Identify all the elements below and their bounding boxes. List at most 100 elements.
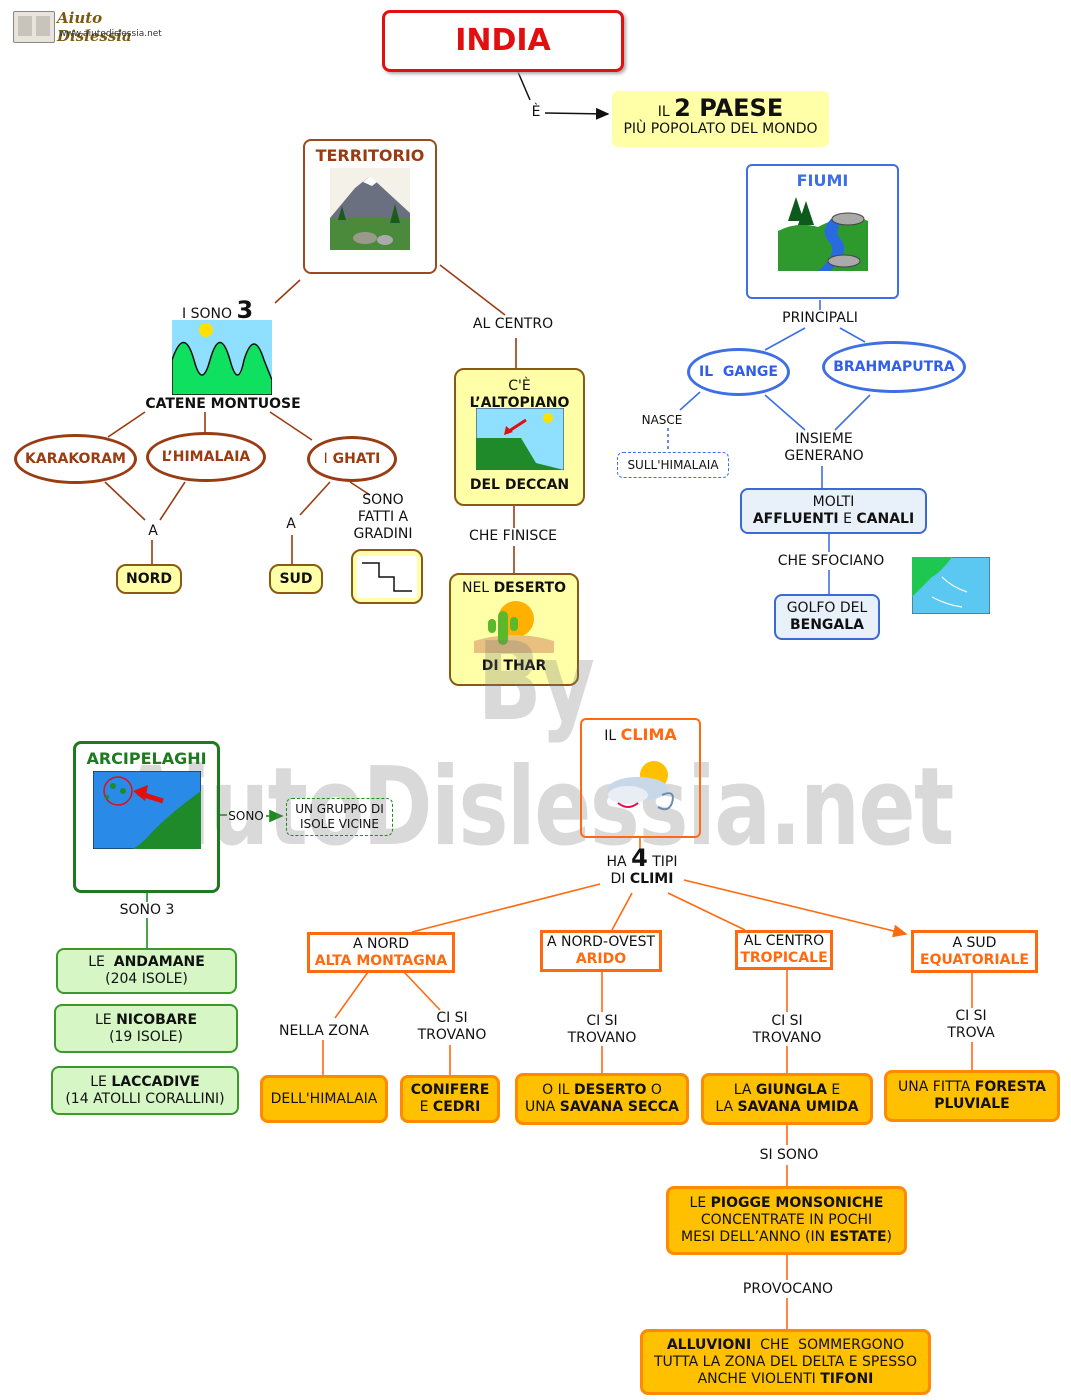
- laccadive-node: LE LACCADIVE (14 ATOLLI CORALLINI): [51, 1066, 239, 1115]
- clima-type-arido: A NORD-OVEST ARIDO: [540, 930, 662, 972]
- paese-pre: IL: [657, 104, 670, 120]
- affluenti-label: AFFLUENTI: [752, 511, 839, 527]
- gradini-node: [351, 549, 423, 604]
- a-label-2: A: [286, 516, 296, 532]
- clima-num: 4: [631, 844, 648, 872]
- che-finisce-label: CHE FINISCE: [469, 528, 557, 544]
- mountain-ranges-icon: [172, 320, 272, 395]
- sud-node: SUD: [269, 564, 323, 594]
- territorio-title: TERRITORIO: [315, 146, 425, 165]
- page-title: INDIA: [455, 23, 551, 58]
- sono3-label: SONO 3: [119, 902, 175, 918]
- nasce-label: NASCE: [641, 413, 683, 427]
- andamane-detail: (204 ISOLE): [105, 971, 188, 987]
- book-icon: [13, 11, 55, 43]
- desert-cactus-icon: [474, 601, 554, 653]
- affluenti-node: MOLTI AFFLUENTI E CANALI: [740, 488, 927, 534]
- river-icon: [777, 197, 868, 271]
- gulf-map-icon: [912, 557, 990, 614]
- gradini-label: SONO FATTI A GRADINI: [353, 492, 413, 542]
- nord-node: NORD: [116, 564, 182, 594]
- steps-icon: [357, 556, 417, 598]
- paese-big: 2 PAESE: [674, 94, 784, 122]
- gange-label: IL GANGE: [699, 363, 778, 380]
- clima-type-tropicale: AL CENTRO TROPICALE: [735, 930, 833, 970]
- nord-label: NORD: [125, 570, 173, 587]
- andamane-node: LE ANDAMANE (204 ISOLE): [56, 948, 237, 994]
- si-sono-label: SI SONO: [759, 1147, 819, 1163]
- fiumi-box: FIUMI: [746, 164, 899, 299]
- territorio-box: TERRITORIO: [303, 139, 437, 274]
- golfo-node: GOLFO DEL BENGALA: [774, 594, 880, 640]
- himalaia-zona-node: DELL'HIMALAIA: [260, 1075, 388, 1123]
- deccan-line1: C'È: [508, 378, 531, 394]
- thar-deserto: DESERTO: [493, 580, 566, 596]
- quattro-tipi-label: HA 4 TIPI DI CLIMI: [606, 844, 678, 887]
- brahmaputra-label: BRAHMAPUTRA: [833, 358, 955, 375]
- molti-label: MOLTI: [812, 494, 855, 510]
- conifere-node: CONIFERE E CEDRI: [400, 1075, 500, 1123]
- brahmaputra-node: BRAHMAPUTRA: [822, 341, 966, 393]
- i-sono-label: I SONO 3: [182, 296, 254, 324]
- sull-himalaia-node: SULL'HIMALAIA: [617, 452, 729, 478]
- canali-label: CANALI: [856, 511, 915, 527]
- watermark: By AiutoDislessia.net: [118, 620, 954, 870]
- karakoram-node: KARAKORAM: [14, 434, 137, 484]
- climi-label: CLIMI: [629, 871, 674, 887]
- clima-pre: IL: [604, 728, 617, 744]
- himalaia-label: L’HIMALAIA: [161, 448, 251, 465]
- i-sono-num: 3: [236, 296, 254, 324]
- nicobare-label: NICOBARE: [116, 1011, 198, 1028]
- provocano-label: PROVOCANO: [742, 1281, 834, 1297]
- thar-pre: NEL: [461, 580, 490, 596]
- laccadive-detail: (14 ATOLLI CORALLINI): [65, 1090, 225, 1107]
- plateau-icon: [475, 407, 564, 471]
- deccan-line3: DEL DECCAN: [469, 477, 570, 493]
- gruppo-node: UN GRUPPO DI ISOLE VICINE: [286, 798, 393, 836]
- principali-label: PRINCIPALI: [782, 310, 858, 326]
- logo-name: Aiuto Dislessia: [57, 9, 132, 45]
- mountain-icon: [330, 168, 410, 250]
- che-sfociano-label: CHE SFOCIANO: [777, 553, 885, 569]
- foresta-node: UNA FITTA FORESTA PLUVIALE: [884, 1070, 1060, 1122]
- bengala-label: BENGALA: [789, 617, 865, 633]
- giungla-node: LA GIUNGLA E LA SAVANA UMIDA: [701, 1073, 873, 1125]
- alluvioni-node: ALLUVIONI CHE SOMMERGONO TUTTA LA ZONA D…: [640, 1329, 931, 1395]
- weather-icon: [607, 761, 674, 811]
- clima-type-equatoriale: A SUD EQUATORIALE: [911, 930, 1038, 973]
- insieme-generano-label: INSIEME GENERANO: [784, 431, 864, 464]
- sud-label: SUD: [279, 570, 313, 587]
- nella-zona-label: NELLA ZONA: [279, 1023, 369, 1039]
- conn-e: È: [531, 104, 541, 120]
- thar-node: NEL DESERTO DI THAR: [449, 573, 579, 686]
- sull-himalaia-label: SULL'HIMALAIA: [627, 457, 719, 472]
- deccan-node: C'È L’ALTOPIANO DEL DECCAN: [454, 368, 585, 506]
- clima-box: IL CLIMA: [580, 718, 701, 838]
- paese-line2: PIÙ POPOLATO DEL MONDO: [623, 121, 818, 137]
- a-label-1: A: [148, 523, 158, 539]
- fiumi-title: FIUMI: [796, 171, 849, 190]
- ghati-pre: I: [323, 450, 328, 467]
- thar-line2: DI THAR: [481, 658, 547, 674]
- ghati-label: GHATI: [332, 450, 381, 467]
- title-box: INDIA: [382, 10, 624, 72]
- paese-box: IL 2 PAESE PIÙ POPOLATO DEL MONDO: [612, 91, 829, 147]
- deccan-line2: L’ALTOPIANO: [469, 395, 570, 411]
- ghati-node: I GHATI: [307, 436, 397, 482]
- piogge-node: LE PIOGGE MONSONICHE CONCENTRATE IN POCH…: [666, 1186, 907, 1255]
- nicobare-detail: (19 ISOLE): [109, 1028, 183, 1045]
- sono-label: SONO: [228, 809, 264, 823]
- deserto-savana-node: O IL DESERTO O UNA SAVANA SECCA: [515, 1073, 689, 1125]
- nicobare-node: LE NICOBARE (19 ISOLE): [54, 1004, 238, 1053]
- golfo-label: GOLFO DEL: [786, 600, 868, 616]
- laccadive-label: LACCADIVE: [111, 1073, 200, 1090]
- al-centro-label: AL CENTRO: [472, 316, 554, 332]
- clima-title: CLIMA: [620, 725, 677, 744]
- catene-label: CATENE MONTUOSE: [145, 396, 301, 412]
- clima-type-alta-montagna: A NORD ALTA MONTAGNA: [307, 932, 455, 973]
- site-logo: Aiuto Dislessia www.aiutodislessia.net: [13, 9, 173, 45]
